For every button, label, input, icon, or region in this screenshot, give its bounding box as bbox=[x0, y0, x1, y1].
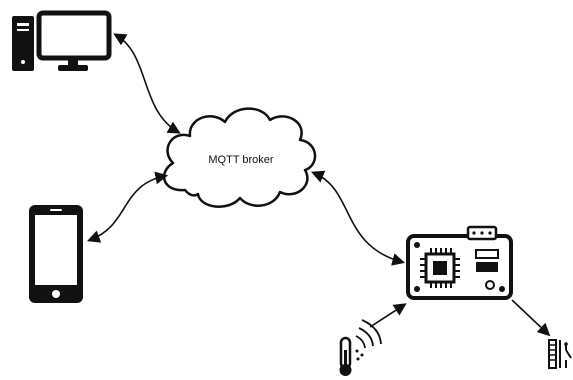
link-board-broker bbox=[311, 170, 406, 266]
relay-actuator-icon bbox=[548, 339, 572, 369]
link-desktop-broker bbox=[113, 33, 181, 134]
broker-label: MQTT broker bbox=[208, 154, 274, 166]
cloud-icon bbox=[162, 107, 317, 208]
microcontroller-board-icon bbox=[406, 225, 513, 300]
link-phone-broker bbox=[87, 171, 169, 243]
desktop-computer-icon bbox=[12, 10, 112, 71]
smartphone-icon bbox=[29, 205, 83, 303]
link-sensor-board bbox=[369, 303, 407, 328]
link-board-actuator bbox=[511, 299, 551, 337]
temperature-sensor-icon bbox=[339, 319, 382, 376]
